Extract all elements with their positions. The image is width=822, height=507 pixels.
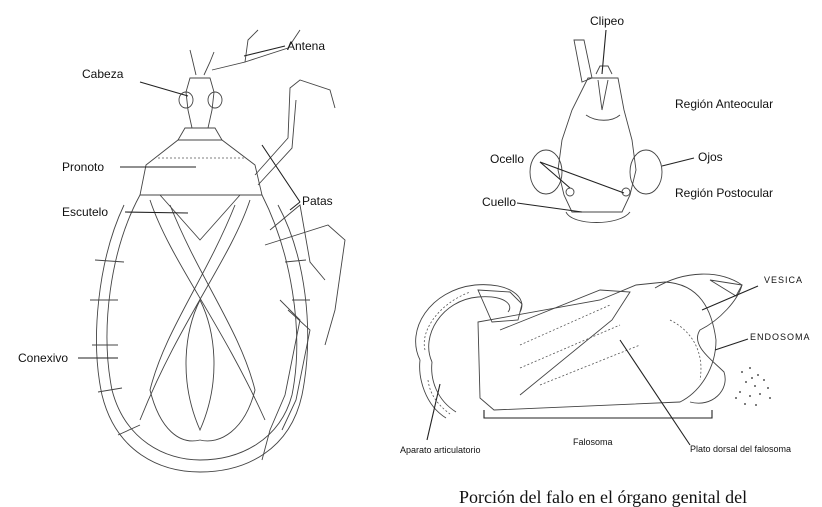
label-patas: Patas xyxy=(302,194,333,208)
label-aparato-articulatorio: Aparato articulatorio xyxy=(400,445,481,455)
label-ojos: Ojos xyxy=(698,150,723,164)
label-conexivo: Conexivo xyxy=(18,351,68,365)
head-leader-lines xyxy=(517,30,694,212)
label-vesica: VESICA xyxy=(764,275,803,285)
label-pronoto: Pronoto xyxy=(62,160,104,174)
figure-caption: Porción del falo en el órgano genital de… xyxy=(459,487,747,507)
label-cuello: Cuello xyxy=(482,195,516,209)
label-clipeo: Clipeo xyxy=(590,14,624,28)
label-antena: Antena xyxy=(287,39,325,53)
label-endosoma: ENDOSOMA xyxy=(750,332,811,342)
label-region-postocular: Región Postocular xyxy=(675,186,773,200)
label-plato-dorsal: Plato dorsal del falosoma xyxy=(690,444,791,454)
phallus-illustration xyxy=(416,274,771,418)
head-illustration xyxy=(530,40,662,223)
label-ocello: Ocello xyxy=(490,152,524,166)
label-region-anteocular: Región Anteocular xyxy=(675,97,773,111)
label-escutelo: Escutelo xyxy=(62,205,108,219)
label-cabeza: Cabeza xyxy=(82,67,124,81)
bug-illustration xyxy=(90,30,345,472)
label-falosoma: Falosoma xyxy=(573,437,613,447)
endosoma-speckles xyxy=(735,367,771,406)
phallus-leader-lines xyxy=(427,286,758,445)
